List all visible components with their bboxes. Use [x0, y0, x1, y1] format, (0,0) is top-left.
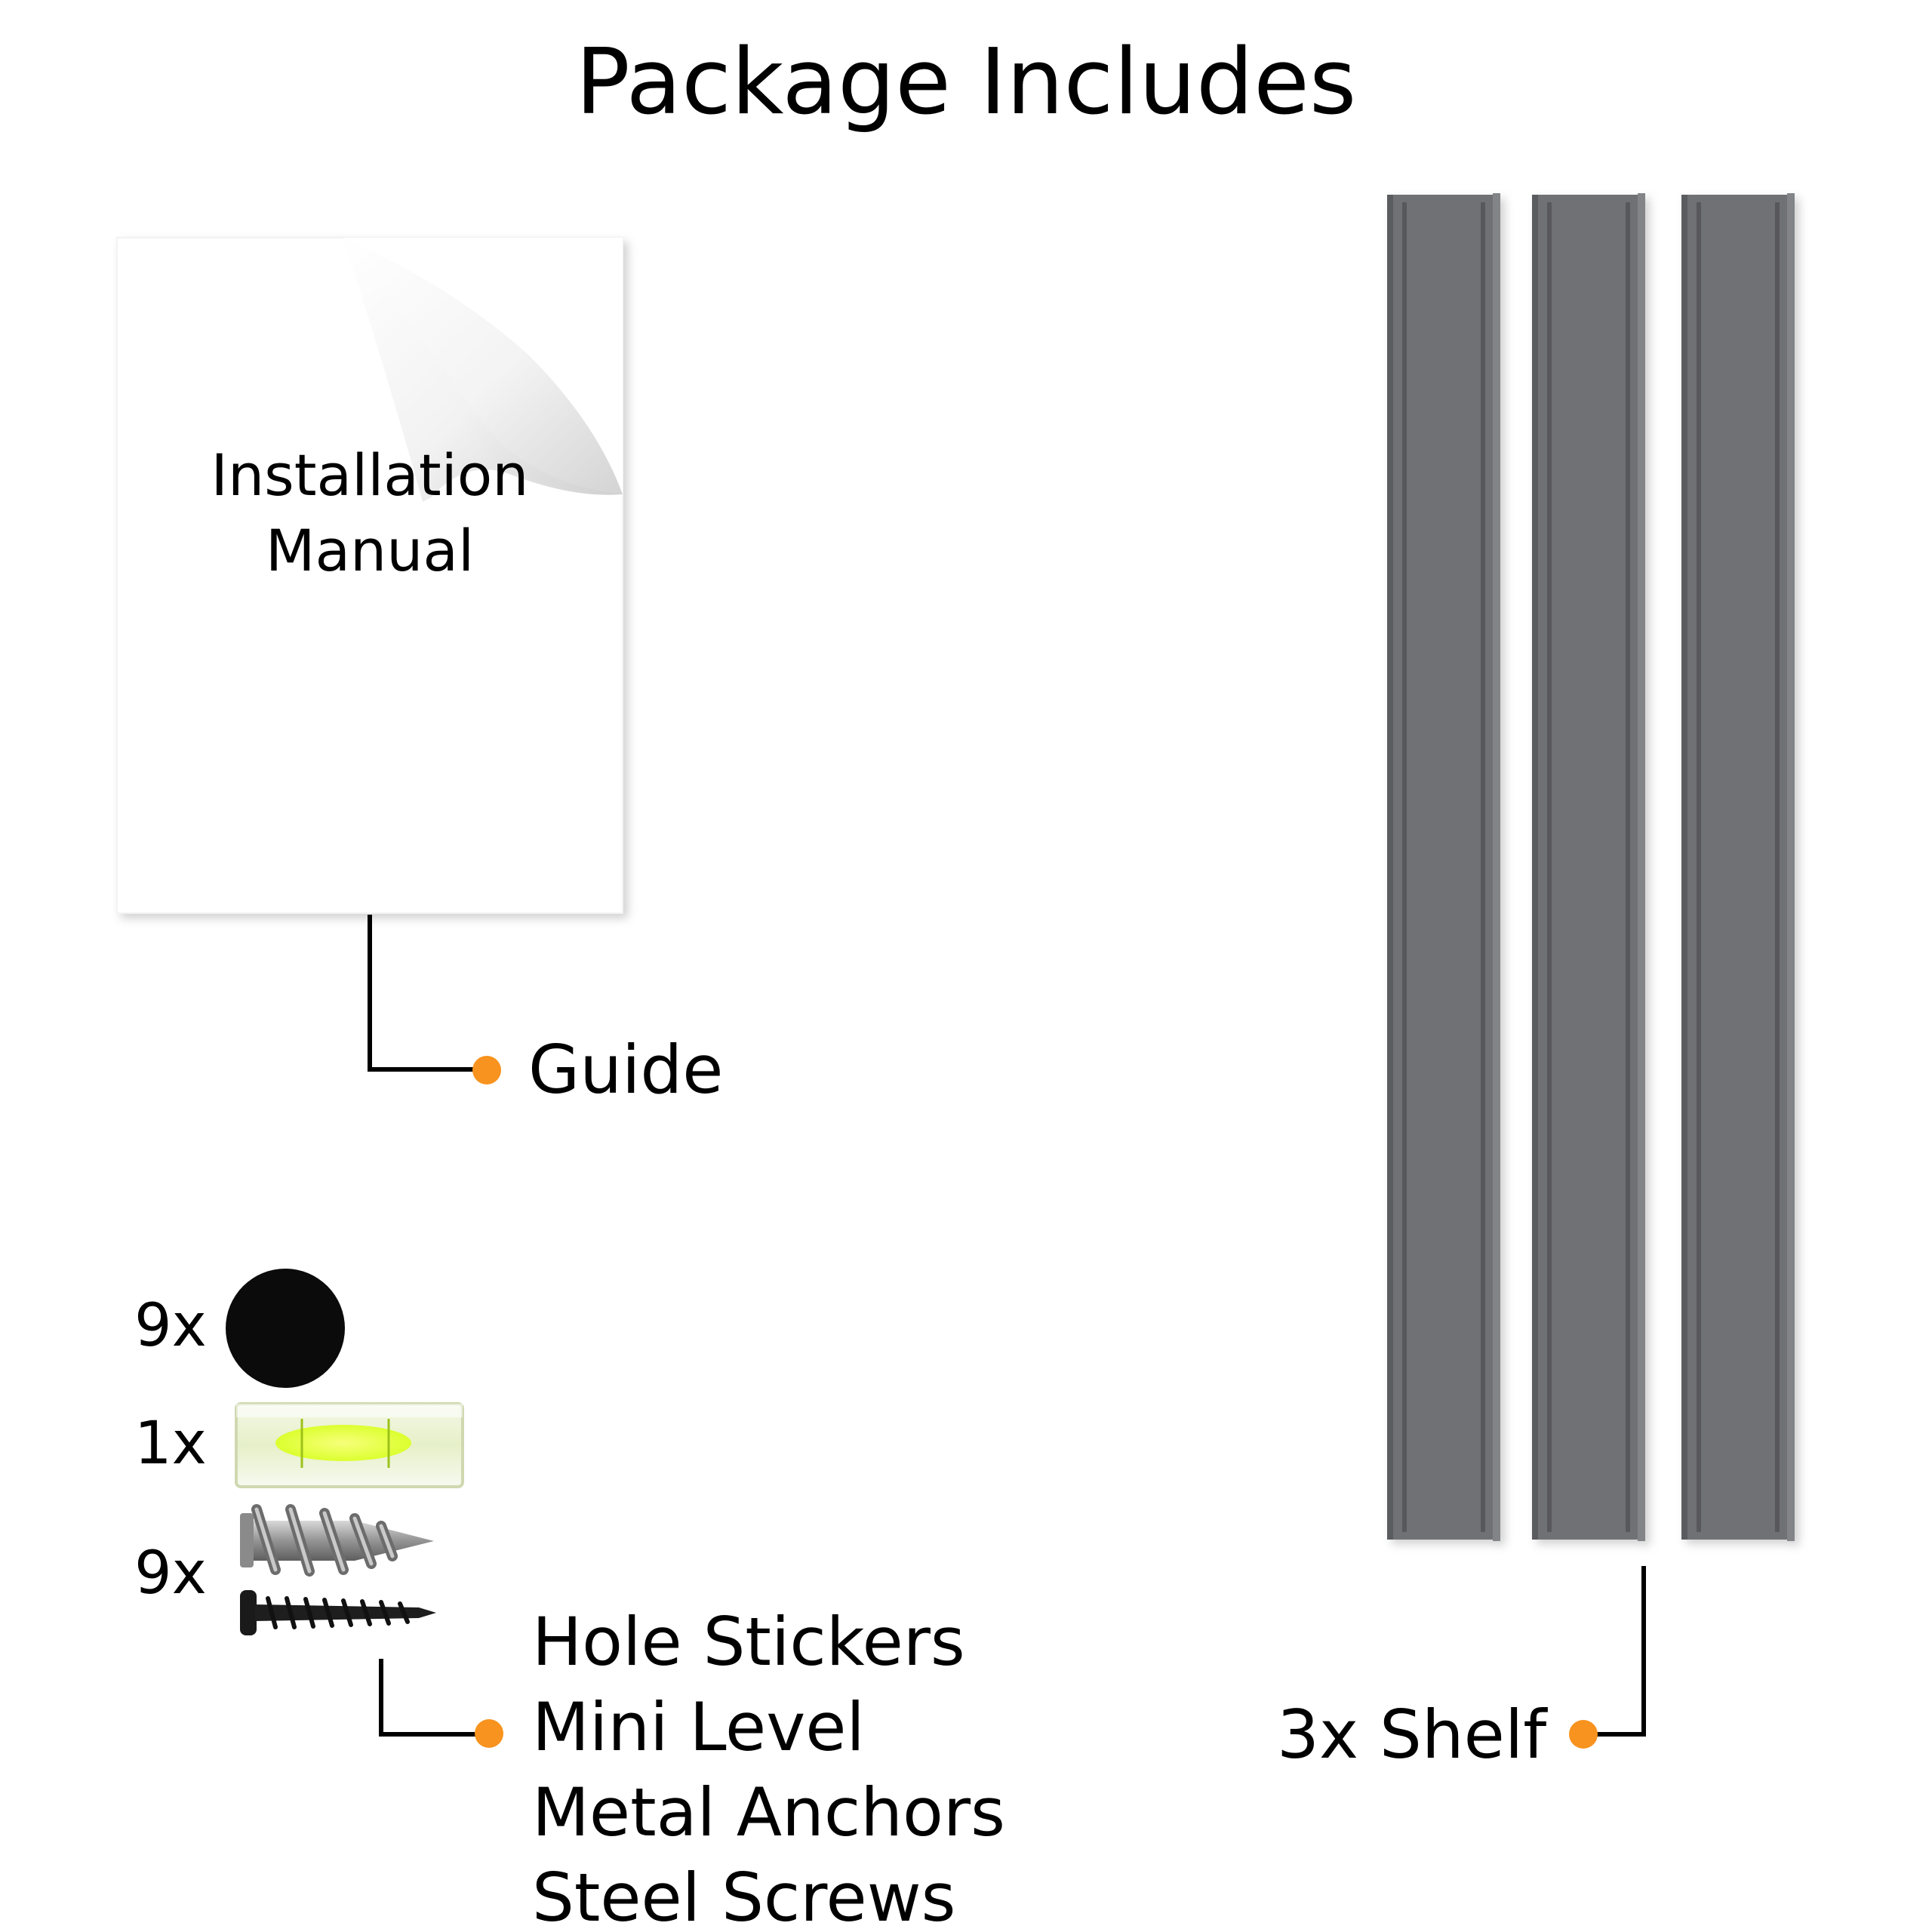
- bubble-level-icon: [235, 1402, 464, 1488]
- black-circle-icon: [226, 1269, 345, 1388]
- page-title: Package Includes: [575, 30, 1357, 135]
- shelf-rail-2: [1532, 193, 1645, 1541]
- manual-title-line1: Installation: [211, 441, 529, 509]
- hardware-item-metal-anchors: Metal Anchors: [532, 1774, 1005, 1851]
- shelf-rail-3: [1681, 193, 1795, 1541]
- hardware-bullet: [475, 1719, 503, 1748]
- hardware-item-mini-level: Mini Level: [532, 1688, 865, 1766]
- guide-connector: [368, 915, 501, 1084]
- drywall-anchor-icon: [240, 1504, 434, 1577]
- shelf-bullet: [1569, 1720, 1598, 1749]
- shelf-rail-icon: [1387, 193, 1795, 1541]
- page-curl-icon: [343, 238, 623, 502]
- guide-label: Guide: [528, 1031, 724, 1109]
- screw-icon: [240, 1590, 436, 1635]
- manual-title-line2: Manual: [265, 517, 475, 584]
- shelf-label: 3x Shelf: [1277, 1696, 1547, 1774]
- hardware-item-hole-stickers: Hole Stickers: [532, 1603, 965, 1681]
- hardware-item-steel-screws: Steel Screws: [532, 1859, 956, 1932]
- hardware-connector: [379, 1659, 503, 1748]
- shelf-rail-1: [1387, 193, 1500, 1541]
- hole-stickers-qty: 9x: [134, 1292, 207, 1360]
- mini-level-qty: 1x: [134, 1410, 207, 1478]
- anchors-screws-qty: 9x: [134, 1540, 207, 1607]
- shelf-connector: [1569, 1566, 1646, 1749]
- installation-manual-page: [116, 237, 623, 914]
- guide-bullet: [472, 1056, 501, 1084]
